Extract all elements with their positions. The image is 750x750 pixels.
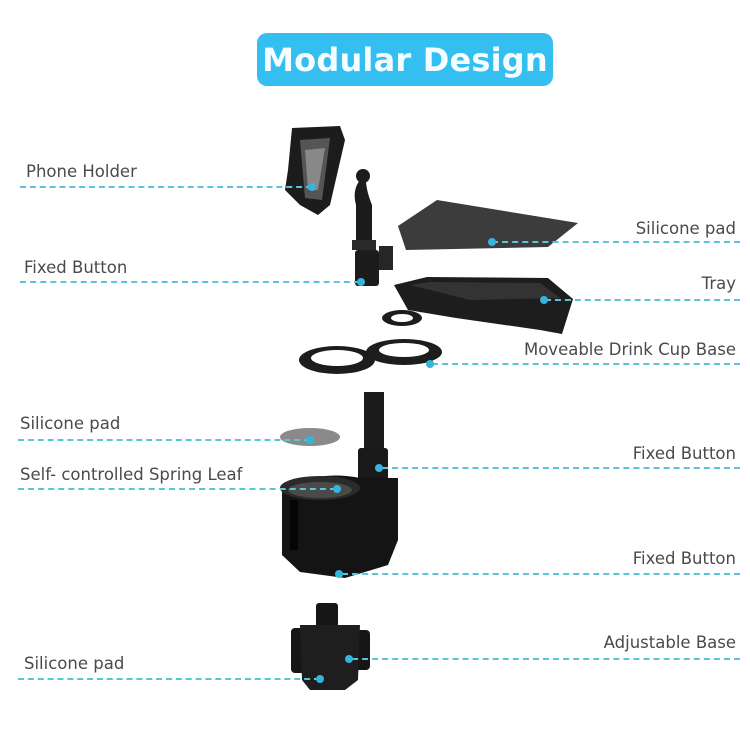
tray-part [382,277,573,334]
title-badge: Modular Design [257,33,553,86]
callout-label: Silicone pad [635,219,736,238]
silicone-pad-part [398,200,578,250]
page-title: Modular Design [262,40,548,79]
callout-label: Phone Holder [26,162,137,181]
callout-dot-icon [488,238,496,246]
callout-dot-icon [375,464,383,472]
callout-label: Silicone pad [24,654,125,673]
leader-line [18,488,336,490]
leader-line [20,186,312,188]
drink-cup-base-part [299,339,442,374]
callout-dot-icon [357,278,365,286]
callout-label: Moveable Drink Cup Base [523,340,736,359]
leader-line [352,658,740,660]
stem-part [358,392,388,482]
callout-dot-icon [345,655,353,663]
leader-line [545,299,740,301]
leader-line [492,241,740,243]
callout-dot-icon [316,675,324,683]
callout-label: Adjustable Base [603,633,736,652]
adjustable-base-part [291,603,370,690]
leader-line [382,467,740,469]
leader-line [18,678,320,680]
callout-dot-icon [540,296,548,304]
callout-dot-icon [333,485,341,493]
callout-label: Silicone pad [20,414,121,433]
callout-dot-icon [308,183,316,191]
callout-dot-icon [426,360,434,368]
leader-line [20,281,360,283]
leader-line [432,363,740,365]
phone-holder-part [285,126,345,215]
callout-dot-icon [335,570,343,578]
callout-label: Fixed Button [632,549,736,568]
callout-label: Fixed Button [632,444,736,463]
callout-label: Fixed Button [24,258,128,277]
callout-dot-icon [306,436,314,444]
mast-part [352,169,393,286]
leader-line [18,439,310,441]
callout-label: Tray [701,274,736,293]
leader-line [342,573,740,575]
callout-label: Self- controlled Spring Leaf [20,465,243,484]
